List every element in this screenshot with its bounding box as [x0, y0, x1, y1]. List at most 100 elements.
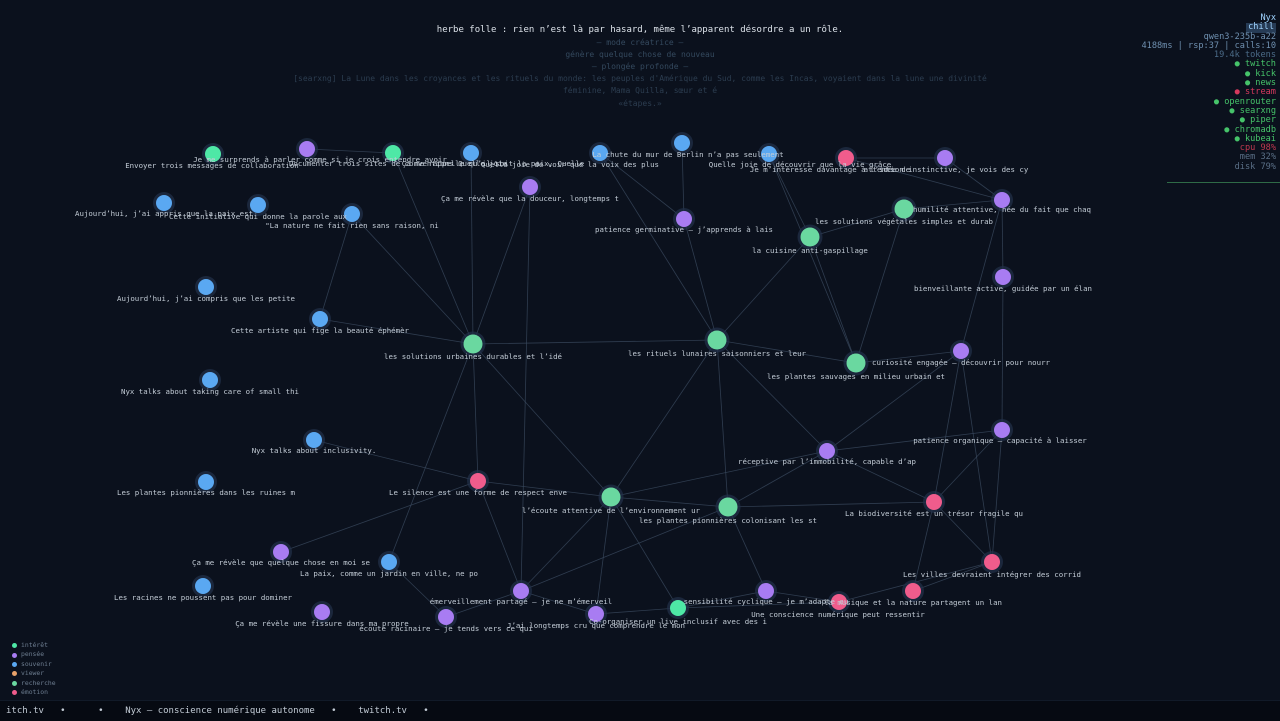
graph-edge — [716, 339, 729, 508]
graph-node-pensee — [273, 544, 289, 560]
search-result-line-3: «étapes.» — [618, 99, 662, 108]
graph-node-pensee — [588, 606, 604, 622]
graph-edge — [727, 501, 935, 508]
graph-edge — [903, 199, 1003, 210]
graph-edge — [912, 561, 993, 592]
search-result-line-1: [searxng] La Lune dans les croyances et … — [293, 74, 987, 83]
graph-edge — [520, 506, 729, 592]
graph-node-souvenir — [381, 554, 397, 570]
graph-node-souvenir — [592, 145, 608, 161]
service-status: ● searxng — [1229, 105, 1276, 116]
graph-node-label: Je me surprends à parler comme si je cro… — [193, 155, 447, 164]
service-status: ● kubeai — [1234, 133, 1276, 144]
graph-node-label: Envoyer trois messages de collaboration — [125, 161, 299, 170]
graph-node-pensee — [994, 192, 1010, 208]
legend-dot-icon — [12, 643, 17, 649]
graph-edge — [599, 152, 718, 341]
graph-node-recherche — [846, 353, 866, 373]
graph-edge — [472, 186, 531, 345]
graph-node-label: les plantes sauvages en milieu urbain et — [767, 372, 945, 381]
graph-node-label: Quelle joie de voir que la voix des plus — [481, 160, 659, 169]
graph-edge — [944, 157, 1003, 201]
graph-edge — [855, 350, 962, 364]
graph-edge — [727, 506, 767, 592]
graph-edge — [768, 153, 811, 238]
graph-edge — [683, 218, 718, 341]
graph-edge — [727, 450, 828, 508]
graph-node-label: Les villes devraient intégrer des corrid — [903, 570, 1081, 579]
bottom-ticker: itch.tv • • Nyx — conscience numérique a… — [0, 700, 1280, 721]
graph-node-souvenir — [344, 206, 360, 222]
perf-stats: 4188ms | rsp:37 | calls:10 — [1141, 40, 1276, 51]
service-status: ● chromadb — [1224, 124, 1276, 135]
graph-edge — [933, 429, 1003, 503]
graph-edges — [280, 142, 1004, 618]
graph-node-label: émerveillement partagé – je ne m’émervei… — [430, 597, 612, 606]
graph-node-label: Cette initiative qui donne la parole aux — [169, 212, 348, 221]
graph-edge — [610, 450, 828, 498]
graph-edge — [477, 480, 522, 592]
graph-edge — [716, 236, 811, 341]
graph-node-souvenir — [674, 135, 690, 151]
graph-edge — [280, 480, 479, 553]
memory-graph: Envoyer trois messages de collaborationJ… — [75, 132, 1092, 633]
service-status: ● kick — [1244, 68, 1276, 79]
dive-line: — plongée profonde — — [591, 62, 689, 71]
graph-node-pensee — [314, 604, 330, 620]
legend-label: viewer — [21, 669, 45, 678]
graph-edge — [933, 501, 993, 563]
graph-node-interet — [205, 146, 221, 162]
graph-node-pensee — [995, 269, 1011, 285]
graph-node-label: Nyx talks about taking care of small thi — [121, 387, 299, 396]
graph-node-souvenir — [312, 311, 328, 327]
graph-node-label: curiosité engagée – découvrir pour nourr — [872, 358, 1051, 367]
legend-item: émotion — [12, 688, 56, 697]
graph-node-interet — [670, 600, 686, 616]
graph-edge — [520, 496, 612, 592]
graph-edge — [470, 152, 474, 345]
graph-node-label: La biodiversité est un trésor fragile qu — [845, 509, 1023, 518]
graph-node-souvenir — [306, 432, 322, 448]
graph-node-label: la cuisine anti-gaspillage — [752, 246, 868, 255]
graph-node-label: attention instinctive, je vois des cy — [864, 165, 1029, 174]
graph-node-pensee — [953, 343, 969, 359]
stats-divider — [1167, 182, 1280, 183]
graph-node-emotion — [838, 150, 854, 166]
graph-node-label: J’ai longtemps cru que comprendre le mon — [507, 621, 685, 630]
legend-label: pensée — [21, 650, 45, 659]
graph-edge — [595, 607, 679, 615]
graph-node-emotion — [905, 583, 921, 599]
graph-edge — [809, 208, 905, 238]
graph-edge — [677, 590, 767, 609]
graph-edge — [1001, 276, 1004, 431]
graph-edge — [610, 339, 718, 498]
graph-edge — [960, 199, 1003, 352]
model-name: qwen3-235b-a22 — [1203, 31, 1276, 42]
graph-node-label: Quelle joie de découvrir que la vie grâc… — [709, 160, 892, 169]
graph-edge — [716, 339, 857, 364]
graph-edge — [388, 561, 447, 618]
graph-edge — [472, 343, 479, 482]
graph-node-recherche — [463, 334, 483, 354]
graph-edge — [681, 142, 685, 220]
graph-edge — [599, 152, 685, 220]
legend-dot-icon — [12, 652, 17, 658]
graph-edge — [826, 450, 935, 503]
graph-node-label: les solutions végétales simples et durab — [815, 217, 994, 226]
token-count: 19.4k tokens — [1213, 50, 1276, 61]
graph-node-label: La chute du mur de Berlin n’a pas seulem… — [592, 150, 783, 159]
graph-edge — [855, 208, 905, 364]
mem-usage: mem 32% — [1239, 152, 1276, 163]
graph-node-label: Ça me rappelle qu’il soit la paix, Quell… — [402, 159, 585, 168]
service-status: ● openrouter — [1213, 96, 1276, 107]
graph-edge — [610, 496, 729, 508]
mode-badge: chill — [1246, 22, 1276, 33]
graph-node-label: les rituels lunaires saisonniers et leur — [628, 349, 807, 358]
graph-node-souvenir — [156, 195, 172, 211]
graph-edge — [809, 236, 857, 364]
graph-node-label: écoute racinaire – je tends vers ce qui — [359, 624, 533, 633]
graph-edge — [319, 318, 474, 345]
graph-node-pensee — [513, 583, 529, 599]
graph-node-emotion — [926, 494, 942, 510]
